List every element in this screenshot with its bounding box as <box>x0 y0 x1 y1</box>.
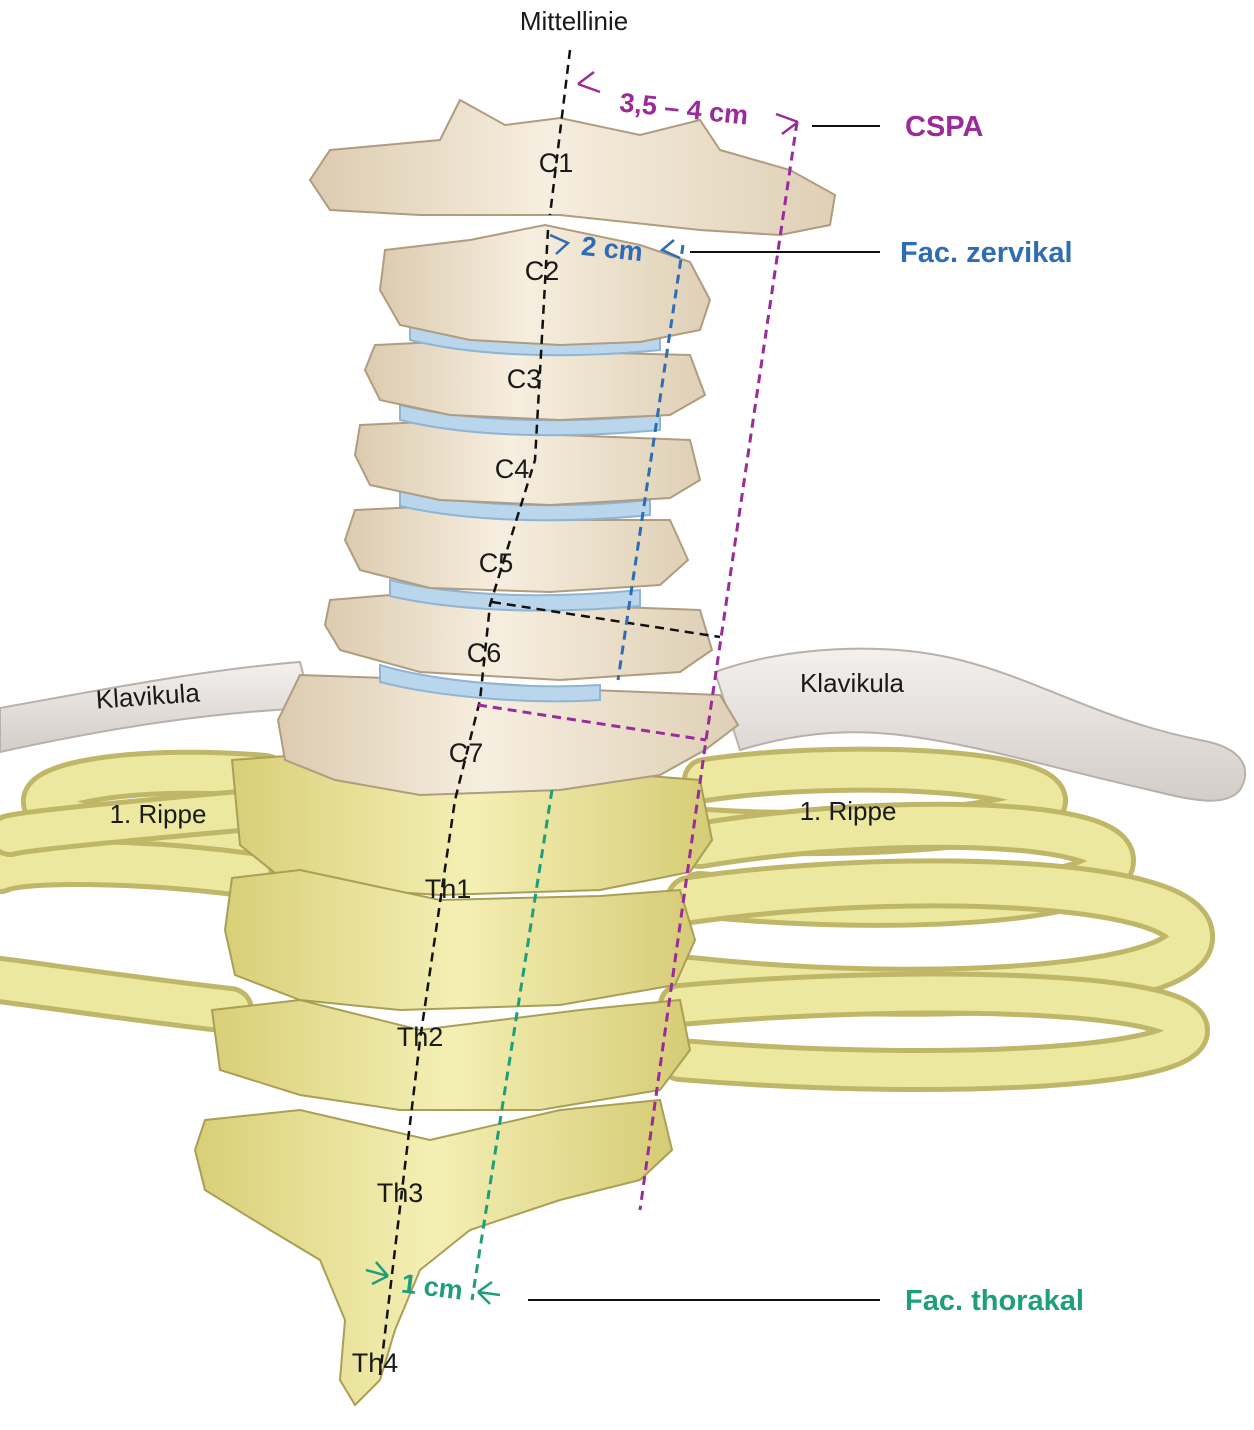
callout-thoracic-facet: Fac. thorakal <box>905 1285 1084 1317</box>
midline <box>378 49 572 1376</box>
vertebra-th4 <box>193 1098 674 1407</box>
disc-c6-c7 <box>379 663 601 703</box>
vertebra-c2 <box>378 223 712 347</box>
callout-cspa: CSPA <box>905 111 983 143</box>
thoracic-spine <box>193 750 714 1407</box>
label-clavicle-left: Klavikula <box>95 677 201 714</box>
cervical-measurement: 2 cm <box>580 231 644 267</box>
cervical-facet-line <box>616 244 685 681</box>
label-th4: Th4 <box>352 1348 399 1378</box>
label-clavicle-right: Klavikula <box>800 668 905 698</box>
cspa-line <box>477 121 799 1211</box>
disc-c5-c6 <box>389 578 641 612</box>
thoracic-measurement: 1 cm <box>400 1268 465 1305</box>
rib-3-left <box>0 956 254 1034</box>
thoracic-measure-arrow <box>365 1261 501 1305</box>
label-rib-right: 1. Rippe <box>800 796 897 826</box>
cervical-spine <box>276 98 837 797</box>
rib-2-left <box>0 788 274 899</box>
clavicle-right <box>713 647 1247 802</box>
label-rib-left: 1. Rippe <box>110 799 207 829</box>
label-th3: Th3 <box>377 1178 424 1208</box>
cspa-measure-arrow <box>577 71 799 135</box>
label-c5: C5 <box>479 548 514 578</box>
title-mittellinie: Mittellinie <box>520 6 628 36</box>
label-c6: C6 <box>467 638 502 668</box>
label-c7: C7 <box>449 738 484 768</box>
label-c2: C2 <box>525 256 560 286</box>
thoracic-facet-line <box>470 789 554 1301</box>
callout-cervical-facet: Fac. zervikal <box>900 237 1073 269</box>
label-c3: C3 <box>507 364 542 394</box>
rib-4-right <box>658 971 1210 1092</box>
leader-lines <box>528 125 880 1301</box>
cervical-measure-arrow <box>549 233 681 260</box>
label-th1: Th1 <box>425 874 472 904</box>
label-c4: C4 <box>495 454 530 484</box>
c6-level-line <box>491 600 721 639</box>
vertebra-th3 <box>210 998 692 1111</box>
label-c1: C1 <box>539 148 574 178</box>
label-th2: Th2 <box>397 1022 444 1052</box>
ribs <box>0 746 1215 1092</box>
vertebra-c1 <box>308 98 837 237</box>
